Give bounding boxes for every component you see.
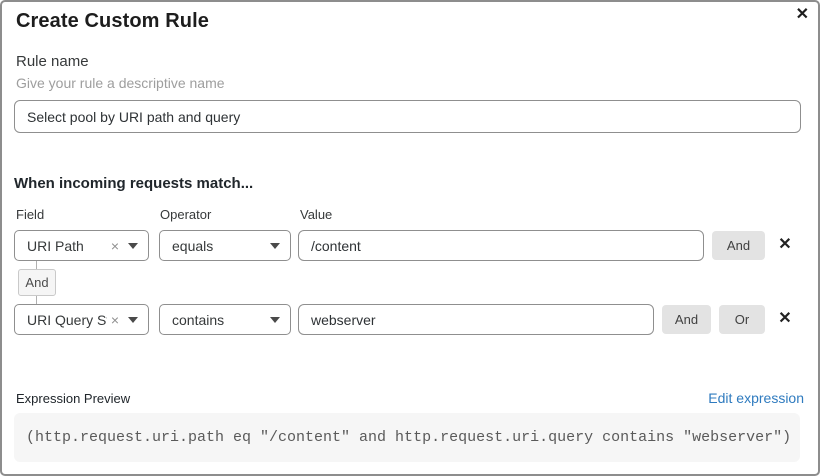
or-button-row2[interactable]: Or	[719, 305, 765, 334]
expression-preview-label: Expression Preview	[16, 391, 131, 406]
connector-line-top	[36, 261, 37, 269]
operator-select-row1-value: equals	[172, 237, 214, 254]
chevron-down-icon	[270, 242, 280, 249]
operator-column-label: Operator	[160, 207, 212, 222]
clear-icon[interactable]: ×	[110, 311, 119, 328]
remove-row2-icon[interactable]: ✕	[778, 310, 792, 327]
operator-select-row1[interactable]: equals	[159, 230, 291, 261]
field-select-row2[interactable]: URI Query St... ×	[14, 304, 149, 335]
page-title: Create Custom Rule	[16, 10, 209, 32]
expression-code: (http.request.uri.path eq "/content" and…	[26, 429, 792, 446]
field-select-row2-value: URI Query St...	[27, 311, 107, 328]
value-input-row2[interactable]	[298, 304, 654, 335]
connector-line-bottom	[36, 296, 37, 304]
remove-row1-icon[interactable]: ✕	[778, 236, 792, 253]
rule-name-input[interactable]	[14, 100, 801, 133]
builder-heading: When incoming requests match...	[14, 175, 254, 192]
connector-and-badge: And	[18, 269, 56, 296]
field-column-label: Field	[16, 207, 45, 222]
and-button-row1[interactable]: And	[712, 231, 765, 260]
and-button-row2[interactable]: And	[662, 305, 711, 334]
edit-expression-link[interactable]: Edit expression	[708, 390, 804, 406]
close-icon[interactable]: ✕	[795, 6, 809, 23]
chevron-down-icon	[128, 242, 138, 249]
clear-icon[interactable]: ×	[110, 237, 119, 254]
operator-select-row2-value: contains	[172, 311, 225, 328]
rule-name-label: Rule name	[16, 53, 89, 70]
rule-name-helper: Give your rule a descriptive name	[16, 75, 225, 91]
chevron-down-icon	[270, 316, 280, 323]
value-input-row1[interactable]	[298, 230, 704, 261]
field-select-row1[interactable]: URI Path ×	[14, 230, 149, 261]
operator-select-row2[interactable]: contains	[159, 304, 291, 335]
value-column-label: Value	[300, 207, 333, 222]
chevron-down-icon	[128, 316, 138, 323]
expression-preview-block: (http.request.uri.path eq "/content" and…	[14, 413, 800, 462]
field-select-row1-value: URI Path	[27, 237, 84, 254]
